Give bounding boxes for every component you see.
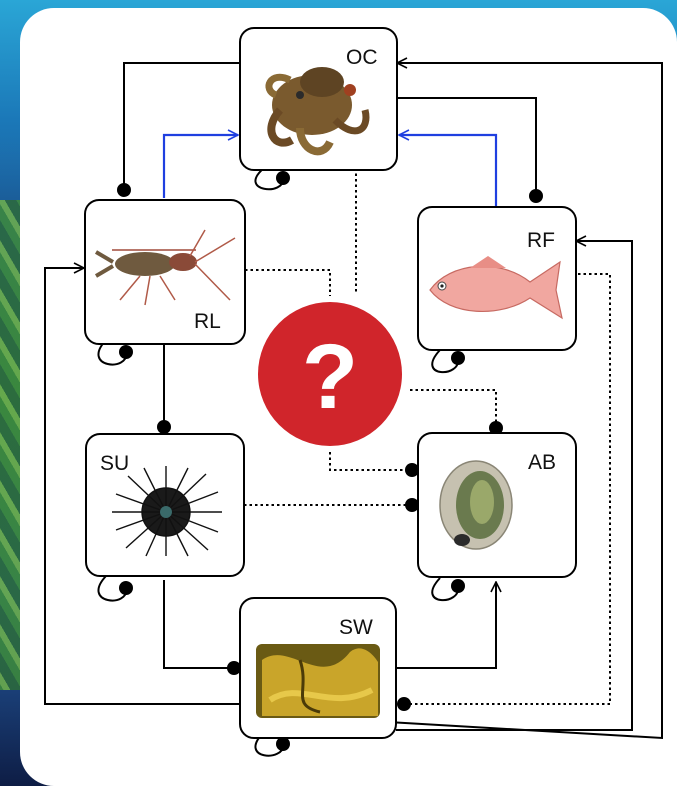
oc-label: OC <box>346 46 378 69</box>
node-rl: RL <box>85 200 245 344</box>
sw-label: SW <box>339 616 373 639</box>
node-ab: AB <box>418 433 576 577</box>
node-oc: OC <box>240 28 397 170</box>
link-rl-center <box>245 270 330 296</box>
link-sw-ab <box>396 582 496 668</box>
link-su-sw <box>164 580 234 668</box>
abalone-icon <box>440 461 512 549</box>
center-symbol: ? <box>302 326 358 428</box>
link-right-loop-oc <box>388 63 662 738</box>
rl-label: RL <box>194 310 221 333</box>
node-sw: SW <box>240 598 396 738</box>
link-rl-oc-blue <box>164 135 238 198</box>
question-mark-icon: ? <box>258 302 402 446</box>
seaweed-icon <box>256 644 380 718</box>
rf-label: RF <box>527 229 555 252</box>
ab-label: AB <box>528 451 556 474</box>
link-center-ab-left <box>330 452 412 470</box>
node-su: SU <box>86 434 244 576</box>
link-oc-rf <box>396 98 536 196</box>
link-rl-oc <box>124 63 240 190</box>
link-rf-oc-blue <box>399 135 496 206</box>
link-center-ab-top <box>410 390 496 428</box>
su-label: SU <box>100 452 129 475</box>
node-rf: RF <box>418 207 576 350</box>
